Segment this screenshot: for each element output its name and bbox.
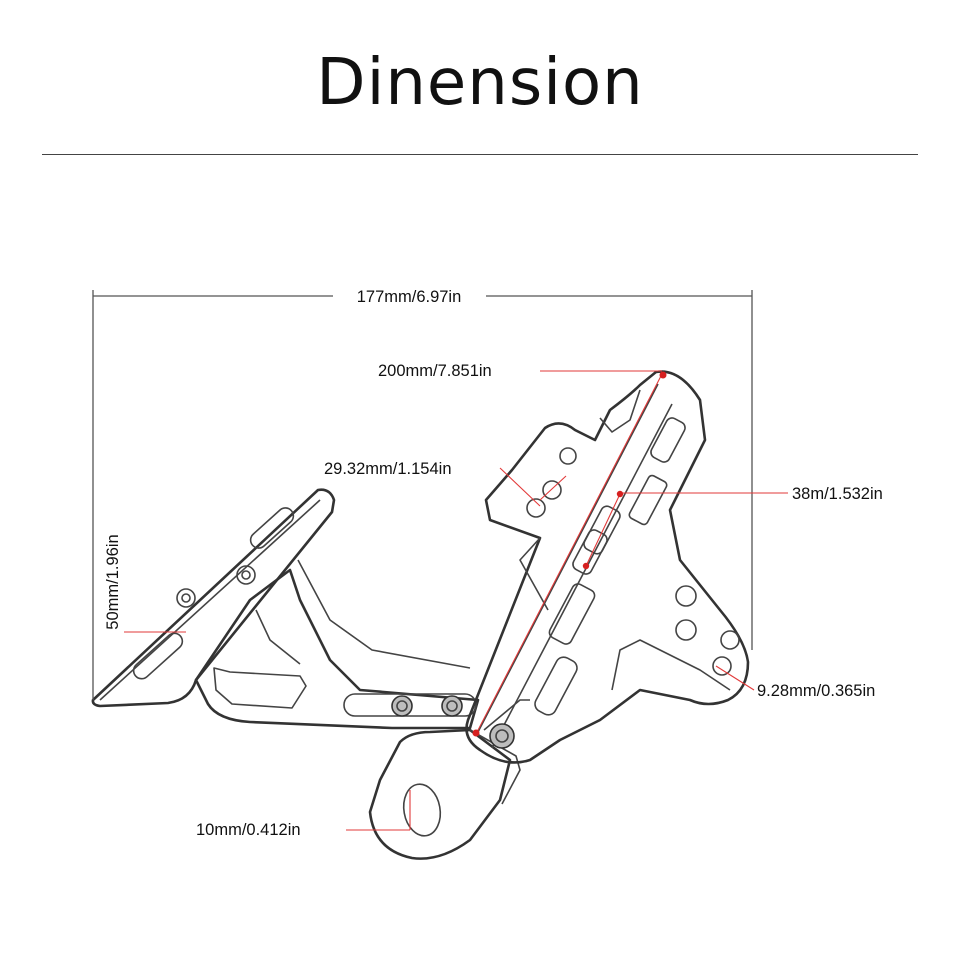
left-plate <box>91 488 336 708</box>
overall-width-label: 177mm/6.97in <box>357 288 462 306</box>
dimension-slot-spacing: 29.32mm/1.154in <box>324 460 567 507</box>
height-label: 50mm/1.96in <box>104 534 122 629</box>
dimension-height: 50mm/1.96in <box>104 534 186 633</box>
arm-width-label: 38m/1.532in <box>792 485 883 503</box>
connecting-body <box>194 568 480 730</box>
lower-clamp <box>368 728 512 860</box>
small-hole-label: 9.28mm/0.365in <box>757 682 875 700</box>
dimension-overall-width: 177mm/6.97in <box>92 288 753 700</box>
title-divider <box>42 154 918 155</box>
clamp-hole-label: 10mm/0.412in <box>196 821 301 839</box>
arm-length-label: 200mm/7.851in <box>378 362 492 380</box>
left-plate-slots <box>132 507 295 680</box>
dimension-arm-width: 38m/1.532in <box>582 485 883 570</box>
dimension-small-hole: 9.28mm/0.365in <box>715 665 875 700</box>
right-arm <box>465 370 750 764</box>
dimension-clamp-hole: 10mm/0.412in <box>196 790 411 839</box>
bracket-illustration <box>91 370 750 860</box>
dimension-arm-length: 200mm/7.851in <box>378 362 667 737</box>
page-title: Dinension <box>316 46 644 120</box>
slot-spacing-label: 29.32mm/1.154in <box>324 460 452 478</box>
